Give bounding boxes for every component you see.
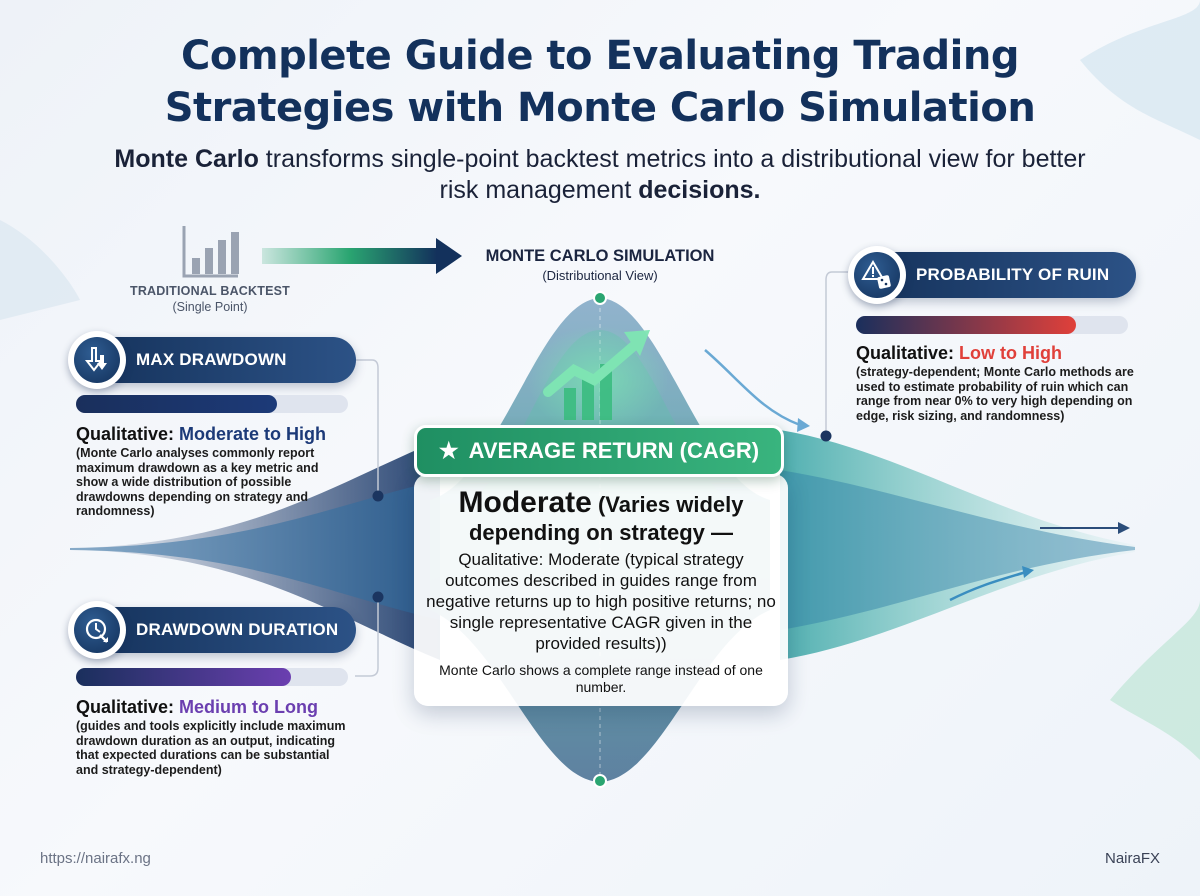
average-return-headline: Moderate (Varies widely depending on str… (424, 486, 778, 546)
headline-rest: (Varies widely depending on strategy — (468, 492, 744, 545)
footer-brand: NairaFX (1104, 850, 1160, 867)
drawdown-duration-description: (guides and tools explicitly include max… (76, 719, 346, 777)
clock-down-icon (68, 601, 126, 659)
qual-value: Moderate to High (179, 424, 327, 444)
average-return-label: AVERAGE RETURN (CAGR) (468, 438, 760, 463)
monte-carlo-label: MONTE CARLO SIMULATION (Distributional V… (440, 247, 760, 283)
qual-value: Low to High (959, 343, 1063, 363)
average-return-card (414, 474, 788, 706)
drawdown-duration-bar (76, 668, 348, 686)
probability-of-ruin-bar (856, 316, 1128, 334)
subtitle-bold-end: decisions. (638, 176, 761, 204)
page-title: Complete Guide to Evaluating Trading Str… (0, 30, 1200, 134)
probability-of-ruin-qualitative: Qualitative: Low to High (856, 343, 1062, 364)
drawdown-duration-bar-fill (76, 668, 291, 686)
drawdown-duration-label: DRAWDOWN DURATION (136, 620, 339, 639)
max-drawdown-qualitative: Qualitative: Moderate to High (76, 424, 326, 445)
drawdown-duration-pill: DRAWDOWN DURATION (68, 601, 356, 659)
subtitle-mid: transforms single-point backtest metrics… (258, 145, 1086, 204)
average-return-header: ★ AVERAGE RETURN (CAGR) (414, 425, 784, 477)
probability-of-ruin-pill: PROBABILITY OF RUIN (848, 246, 1136, 304)
warning-dice-icon (848, 246, 906, 304)
probability-of-ruin-bar-fill (856, 316, 1077, 334)
traditional-title: TRADITIONAL BACKTEST (129, 284, 290, 298)
qual-prefix: Qualitative: (76, 424, 180, 444)
footer-url[interactable]: https://nairafx.ng (40, 850, 151, 867)
qual-value: Medium to Long (179, 697, 319, 717)
subtitle-bold-start: Monte Carlo (114, 145, 259, 173)
headline-big: Moderate (458, 486, 592, 519)
title-line-1: Complete Guide to Evaluating Trading (181, 33, 1019, 79)
drawdown-arrow-icon (68, 331, 126, 389)
subtitle: Monte Carlo transforms single-point back… (100, 144, 1100, 206)
max-drawdown-bar-fill (76, 395, 278, 413)
average-return-body: Qualitative: Moderate (typical strategy … (426, 550, 776, 653)
max-drawdown-description: (Monte Carlo analyses commonly report ma… (76, 446, 319, 518)
drawdown-duration-qualitative: Qualitative: Medium to Long (76, 697, 318, 718)
max-drawdown-pill: MAX DRAWDOWN (68, 331, 356, 389)
average-return-footnote: Monte Carlo shows a complete range inste… (439, 662, 763, 695)
qual-prefix: Qualitative: (76, 697, 180, 717)
title-line-2: Strategies with Monte Carlo Simulation (164, 85, 1036, 131)
probability-of-ruin-description: (strategy-dependent; Monte Carlo methods… (856, 365, 1134, 423)
probability-of-ruin-label: PROBABILITY OF RUIN (916, 265, 1110, 284)
monte-carlo-sub: (Distributional View) (542, 268, 658, 283)
max-drawdown-bar (76, 395, 348, 413)
qual-prefix: Qualitative: (856, 343, 960, 363)
max-drawdown-label: MAX DRAWDOWN (136, 350, 287, 369)
monte-carlo-title: MONTE CARLO SIMULATION (485, 247, 715, 265)
traditional-backtest-label: TRADITIONAL BACKTEST (Single Point) (120, 284, 300, 314)
star-icon: ★ (438, 438, 459, 463)
traditional-sub: (Single Point) (172, 300, 248, 314)
